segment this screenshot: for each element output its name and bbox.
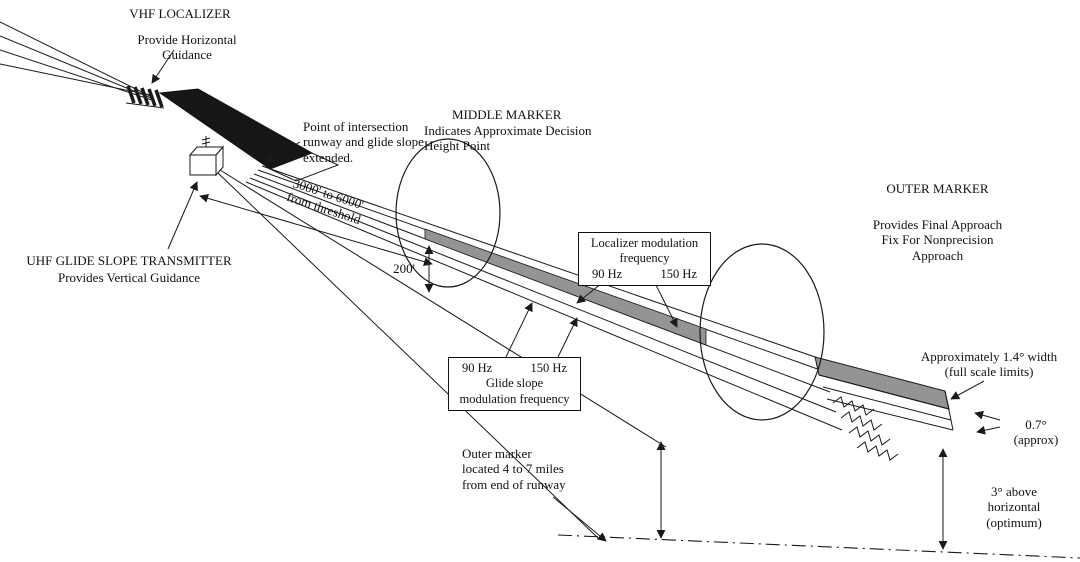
localizer-modulation-line1: Localizer modulation (590, 236, 699, 250)
localizer-150hz-arrow (654, 282, 678, 328)
glide-slope-modulation-line1: Glide slope (485, 376, 544, 391)
back-course-beams (0, 21, 153, 101)
middle-marker-subtitle: Indicates Approximate Decision Height Po… (424, 123, 592, 154)
localizer-90hz-arrow (576, 282, 603, 304)
localizer-modulation-box: Localizer modulation frequency 90 Hz 150… (578, 232, 711, 286)
decision-height-label: 200' (393, 261, 415, 276)
outer-marker-ellipse (699, 243, 825, 421)
outer-marker-distance-arrow (552, 496, 607, 542)
uhf-glide-slope-subtitle: Provides Vertical Guidance (58, 270, 200, 285)
uhf-glide-slope-title: UHF GLIDE SLOPE TRANSMITTER (26, 253, 232, 268)
glide-slope-150hz-arrow (557, 317, 578, 358)
threshold-dimension-arrow (199, 193, 433, 267)
course-width-arrow (950, 380, 985, 400)
glide-slope-90hz-arrow (505, 302, 533, 358)
glide-slope-modulation-line2: modulation frequency (459, 391, 570, 406)
half-width-arrow-lower (976, 425, 1001, 435)
outer-marker-subtitle: Provides Final Approach Fix For Nonpreci… (872, 216, 1003, 263)
glide-slope-transmitter-box (188, 136, 225, 177)
outer-marker-title: OUTER MARKER (886, 181, 989, 197)
outer-marker-block: OUTER MARKER Provides Final Approach Fix… (845, 166, 1030, 278)
glide-slope-modulation-box: 90 Hz 150 Hz Glide slope modulation freq… (448, 357, 581, 411)
approach-runway (158, 88, 340, 182)
course-width-end (814, 356, 954, 431)
localizer-90hz-label: 90 Hz (592, 266, 623, 281)
glide-slope-modulation-freqs: 90 Hz 150 Hz (453, 361, 576, 376)
localizer-150hz-label: 150 Hz (660, 266, 697, 281)
extended-centerline (557, 534, 1080, 559)
localizer-antenna (125, 85, 165, 109)
vhf-localizer-subtitle: Provide Horizontal Guidance (137, 32, 237, 63)
half-width-label: 0.7° (approx) (1013, 417, 1059, 448)
vhf-localizer-arrow (151, 49, 175, 84)
localizer-modulation-freqs: 90 Hz 150 Hz (583, 267, 706, 282)
dimension-arrows (151, 49, 1001, 550)
half-width-arrow-upper (974, 410, 1001, 421)
outer-marker-distance-label: Outer marker located 4 to 7 miles from e… (462, 446, 566, 492)
glide-slope-90hz-label: 90 Hz (462, 361, 493, 375)
localizer-modulation-line2: frequency (619, 251, 670, 266)
glide-angle-label: 3° above horizontal (optimum) (986, 484, 1042, 530)
intersection-label: Point of intersection runway and glide s… (303, 119, 424, 165)
middle-marker-title: MIDDLE MARKER (452, 107, 562, 122)
uhf-glide-slope-arrow (167, 181, 198, 250)
zigzag-edge (832, 396, 899, 461)
intersection-arrow (265, 141, 301, 162)
course-width-label: Approximately 1.4° width (full scale lim… (920, 349, 1058, 380)
glide-slope-150hz-label: 150 Hz (530, 361, 567, 375)
vhf-localizer-title: VHF LOCALIZER (129, 6, 231, 21)
